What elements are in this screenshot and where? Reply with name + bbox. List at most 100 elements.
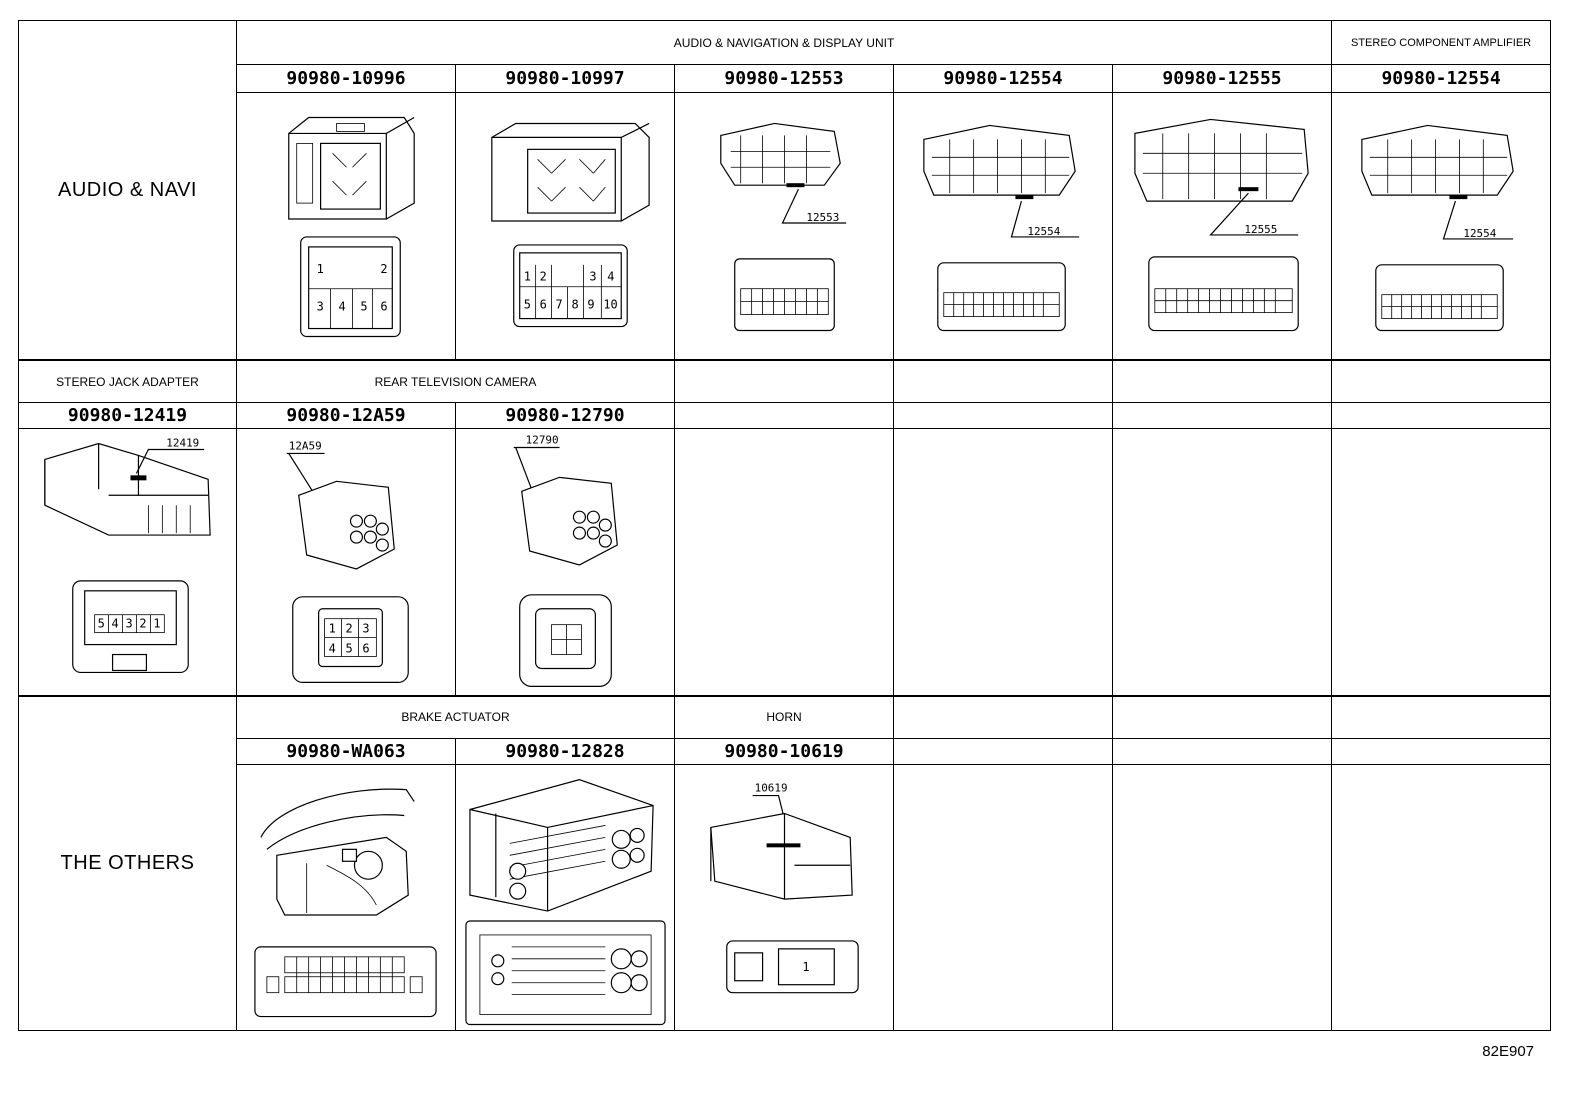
connector-drawing-10619: 10619 1 — [710, 781, 859, 994]
pin-label: 5 — [346, 642, 353, 656]
pin-label: 6 — [540, 298, 547, 312]
empty-cell — [1111, 694, 1333, 739]
pin-label: 3 — [589, 270, 596, 284]
pin-label: 3 — [362, 622, 369, 636]
connector-cell-12A59: 12A59 1 2 3 4 5 6 — [236, 428, 456, 697]
connector-cell-12554-amp: 12554 — [1331, 92, 1552, 361]
connector-drawing-12828 — [465, 778, 666, 1025]
connector-drawing-10996: 1 2 3 4 5 6 — [288, 117, 415, 338]
callout-12554-amp: 12554 — [1463, 227, 1496, 240]
pin-label: 3 — [126, 617, 133, 631]
part-number-12554-amp: 90980-12554 — [1331, 64, 1552, 94]
empty-cell — [674, 359, 894, 403]
pin-label: 4 — [607, 270, 614, 284]
pin-label: 2 — [540, 270, 547, 284]
connector-drawing-12790: 12790 — [513, 434, 618, 688]
connector-cell-12419: 12419 5 4 3 2 1 — [18, 428, 237, 697]
pin-label: 10 — [603, 298, 617, 312]
callout-12554: 12554 — [1027, 225, 1060, 238]
empty-cell — [893, 428, 1113, 697]
pin-label: 8 — [571, 298, 578, 312]
connector-table: AUDIO & NAVI AUDIO & NAVIGATION & DISPLA… — [18, 19, 1552, 1032]
connector-cell-12790: 12790 — [455, 428, 675, 697]
connector-drawing-12419: 12419 5 4 3 2 1 — [44, 437, 211, 674]
connector-drawing-12553: 12553 — [720, 123, 847, 332]
part-number-12553: 90980-12553 — [674, 64, 894, 94]
empty-cell — [893, 401, 1113, 430]
callout-12419: 12419 — [166, 437, 199, 450]
pin-label: 5 — [524, 298, 531, 312]
connector-cell-12555: 12555 — [1111, 92, 1333, 361]
figure-code: 82E907 — [1482, 1043, 1534, 1060]
connector-drawing-12A59: 12A59 1 2 3 4 5 6 — [286, 440, 409, 684]
pin-label: 1 — [153, 617, 160, 631]
connector-cell-10997: 1 2 3 4 5 6 7 8 9 10 — [455, 92, 675, 361]
part-number-12419: 90980-12419 — [18, 401, 237, 430]
pin-label: 1 — [329, 622, 336, 636]
callout-12553: 12553 — [806, 211, 839, 224]
group-header-brake-actuator: BRAKE ACTUATOR — [236, 694, 675, 739]
pin-label: 1 — [802, 960, 809, 974]
connector-cell-WA063 — [236, 763, 456, 1032]
connector-drawing-10997: 1 2 3 4 5 6 7 8 9 10 — [491, 123, 650, 328]
empty-cell — [1111, 428, 1333, 697]
part-number-10619: 90980-10619 — [674, 737, 894, 765]
section-label-the-others: THE OTHERS — [18, 695, 237, 1031]
callout-12A59: 12A59 — [289, 440, 322, 453]
group-header-stereo-jack-adapter: STEREO JACK ADAPTER — [18, 359, 237, 403]
group-header-text: AUDIO & NAVIGATION & DISPLAY UNIT — [673, 35, 895, 50]
pin-label: 3 — [317, 300, 324, 314]
empty-cell — [893, 737, 1113, 765]
pin-label: 5 — [98, 617, 105, 631]
pin-label: 4 — [112, 617, 119, 631]
connector-drawing-WA063 — [254, 788, 437, 1017]
part-number-10996: 90980-10996 — [236, 64, 456, 94]
part-number-WA063: 90980-WA063 — [236, 737, 456, 765]
connector-cell-10619: 10619 1 — [674, 763, 894, 1032]
empty-cell — [1331, 359, 1552, 403]
group-header-stereo-component-amplifier: STEREO COMPONENT AMPLIFIER — [1331, 19, 1552, 66]
empty-cell — [893, 763, 1113, 1032]
pin-label: 1 — [317, 262, 324, 276]
group-header-horn: HORN — [674, 694, 894, 739]
empty-cell — [1111, 359, 1333, 403]
connector-cell-12553: 12553 — [674, 92, 894, 361]
connector-drawing-12554: 12554 — [923, 125, 1080, 332]
pin-label: 4 — [329, 642, 336, 656]
group-header-rear-television-camera: REAR TELEVISION CAMERA — [236, 359, 675, 403]
empty-cell — [1111, 763, 1333, 1032]
pin-label: 7 — [556, 298, 563, 312]
empty-cell — [893, 694, 1113, 739]
pin-label: 2 — [380, 262, 387, 276]
empty-cell — [674, 428, 894, 697]
part-number-12554: 90980-12554 — [893, 64, 1113, 94]
pin-label: 6 — [362, 642, 369, 656]
empty-cell — [1111, 401, 1333, 430]
pin-label: 5 — [360, 300, 367, 314]
group-header-audio-navigation-display-unit: AUDIO & NAVIGATION & DISPLAY UNIT — [235, 19, 1333, 66]
connector-cell-12554: 12554 — [893, 92, 1113, 361]
empty-cell — [1331, 694, 1552, 739]
connector-cell-10996: 1 2 3 4 5 6 — [236, 92, 456, 361]
pin-label: 9 — [587, 298, 594, 312]
callout-12555: 12555 — [1244, 223, 1277, 236]
connector-drawing-12555: 12555 — [1134, 119, 1309, 332]
pin-label: 6 — [380, 300, 387, 314]
empty-cell — [1111, 737, 1333, 765]
pin-label: 4 — [339, 300, 346, 314]
empty-cell — [893, 359, 1113, 403]
part-number-12828: 90980-12828 — [455, 737, 675, 765]
empty-cell — [1331, 763, 1552, 1032]
callout-12790: 12790 — [526, 434, 559, 447]
part-number-12790: 90980-12790 — [455, 401, 675, 430]
connector-drawing-12554-amp: 12554 — [1361, 125, 1514, 332]
pin-label: 2 — [139, 617, 146, 631]
part-number-12555: 90980-12555 — [1111, 64, 1333, 94]
empty-cell — [674, 401, 894, 430]
callout-10619: 10619 — [755, 781, 788, 794]
section-label-audio-navi: AUDIO & NAVI — [18, 20, 237, 361]
empty-cell — [1331, 401, 1552, 430]
part-number-10997: 90980-10997 — [455, 64, 675, 94]
part-number-12A59: 90980-12A59 — [236, 401, 456, 430]
pin-label: 2 — [346, 622, 353, 636]
